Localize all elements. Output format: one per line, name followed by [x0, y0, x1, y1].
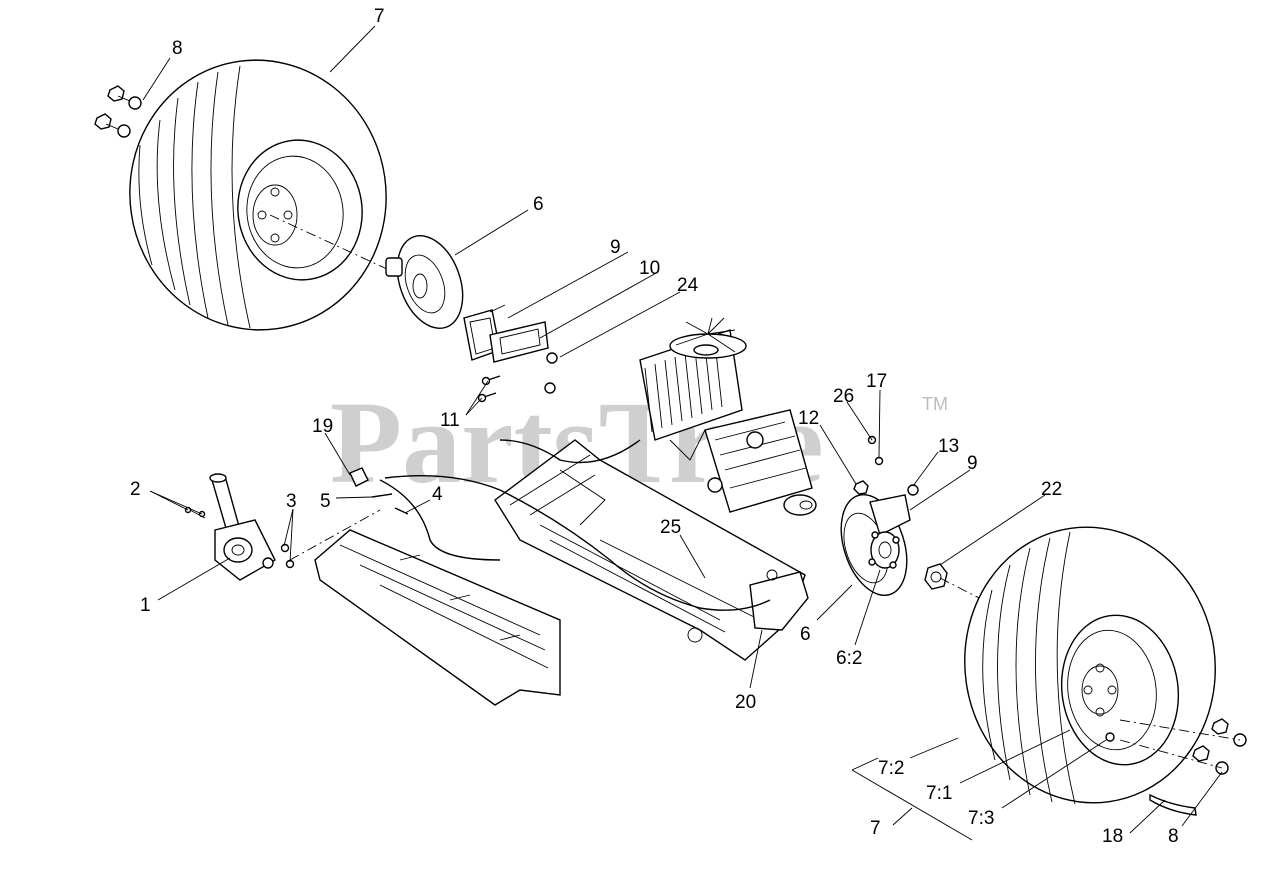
- callout-7a: 7: [374, 6, 385, 27]
- callout-17: 17: [866, 371, 887, 392]
- watermark-trademark: TM: [922, 394, 948, 414]
- control-lever-assembly[interactable]: [184, 473, 295, 581]
- callout-9a: 9: [610, 237, 621, 258]
- callout-6-2: 6:2: [836, 648, 862, 669]
- callout-18: 18: [1102, 826, 1123, 847]
- callout-10: 10: [639, 258, 660, 279]
- callout-25: 25: [660, 517, 681, 538]
- leader-lines: [142, 25, 1223, 841]
- lug-nuts-lower[interactable]: [1119, 718, 1247, 775]
- small-fasteners[interactable]: [853, 435, 919, 496]
- callout-7-2: 7:2: [878, 758, 904, 779]
- callout-2: 2: [130, 479, 141, 500]
- connector[interactable]: [349, 467, 369, 487]
- callout-6a: 6: [533, 194, 544, 215]
- callout-labels: 8 7 6 9 10 24 11 19 2 3 5 4 1 26 17 12 1…: [130, 6, 1179, 847]
- callout-7-1: 7:1: [926, 783, 952, 804]
- wheel-hub-upper[interactable]: [385, 227, 474, 338]
- callout-12: 12: [798, 408, 819, 429]
- callout-13: 13: [938, 436, 959, 457]
- callout-9b: 9: [967, 453, 978, 474]
- callout-5: 5: [320, 491, 331, 512]
- callout-26: 26: [833, 386, 854, 407]
- brake-bracket-assembly[interactable]: [463, 304, 558, 394]
- callout-20: 20: [735, 692, 756, 713]
- control-cable[interactable]: [384, 475, 771, 611]
- callout-24: 24: [677, 275, 699, 296]
- wheel-hub-lower[interactable]: [829, 486, 918, 603]
- valve-stem[interactable]: [1149, 793, 1197, 816]
- callout-7b: 7: [870, 818, 881, 839]
- axle-nut[interactable]: [924, 563, 948, 590]
- callout-4: 4: [432, 484, 443, 505]
- callout-8b: 8: [1168, 826, 1179, 847]
- transaxle-assembly[interactable]: [639, 317, 817, 516]
- frame-rail[interactable]: [494, 439, 809, 661]
- right-tire-assembly[interactable]: [947, 511, 1233, 819]
- left-tire-assembly[interactable]: [112, 43, 403, 346]
- cross-plate[interactable]: [314, 529, 561, 706]
- callout-11: 11: [440, 410, 460, 431]
- callout-22: 22: [1041, 479, 1062, 500]
- wire-harness[interactable]: [499, 439, 641, 464]
- callout-1: 1: [140, 595, 151, 616]
- callout-3: 3: [286, 491, 297, 512]
- callout-7-3: 7:3: [968, 808, 994, 829]
- callout-8a: 8: [172, 38, 183, 59]
- lug-nuts-upper[interactable]: [94, 85, 142, 138]
- callout-6b: 6: [800, 624, 811, 645]
- callout-19: 19: [312, 416, 333, 437]
